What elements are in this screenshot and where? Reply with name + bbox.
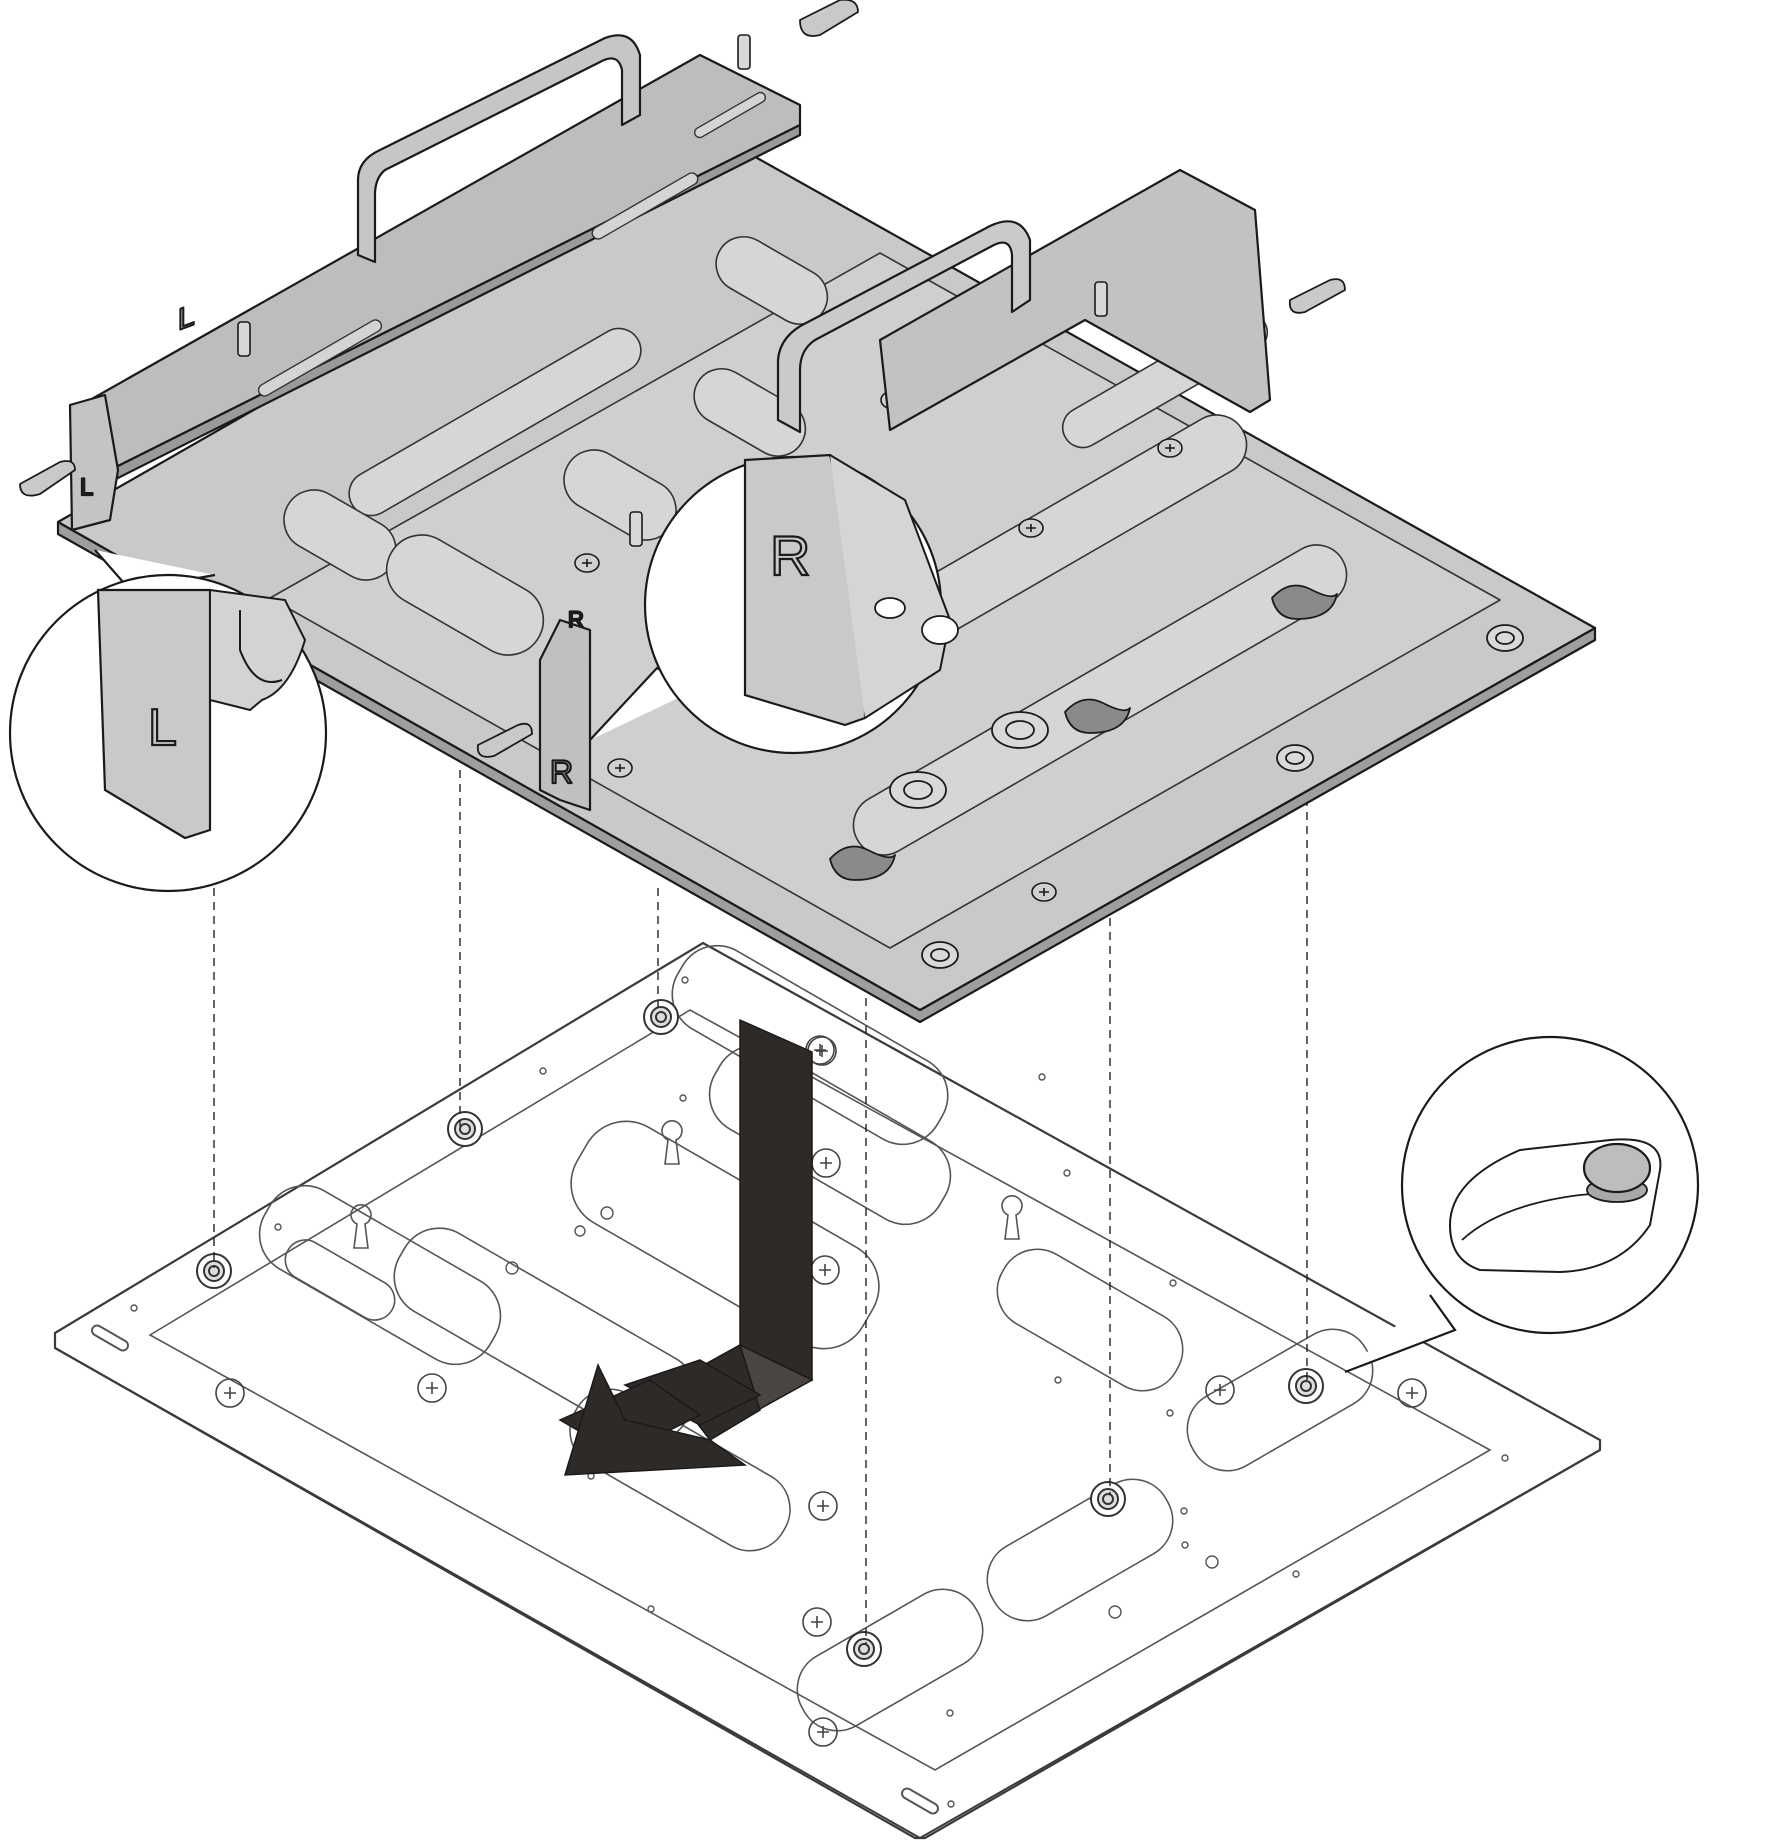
base-plate-outline bbox=[53, 941, 1602, 1840]
left-marker-bracket: L bbox=[80, 474, 93, 501]
direction-arrow bbox=[558, 1018, 814, 1476]
callout-right: R bbox=[589, 453, 959, 755]
tray-handle-back bbox=[356, 34, 642, 264]
base-plate-recesses bbox=[258, 944, 1374, 1732]
callout-left-label: L bbox=[148, 699, 177, 757]
left-marker: L bbox=[178, 297, 195, 337]
tray-standoffs bbox=[237, 34, 1108, 547]
callout-left: L bbox=[8, 549, 328, 893]
callout-pin bbox=[1344, 1035, 1700, 1374]
r-bracket bbox=[538, 618, 592, 812]
right-marker: R bbox=[550, 754, 573, 790]
right-marker-top: R bbox=[568, 607, 584, 632]
pin-cap bbox=[1582, 1142, 1652, 1194]
base-keyholes bbox=[350, 1120, 1023, 1249]
tray-right-wall bbox=[878, 168, 1272, 432]
tray-bosses bbox=[889, 624, 1524, 969]
base-plate bbox=[53, 941, 1602, 1840]
base-screws bbox=[215, 1035, 1427, 1747]
base-pins bbox=[196, 999, 1324, 1667]
tray-handle-front bbox=[776, 220, 1032, 434]
callout-right-label: R bbox=[770, 524, 810, 587]
tray-slots bbox=[283, 236, 1348, 856]
base-plate-inner-border bbox=[148, 1009, 1492, 1771]
tray-keyholes bbox=[829, 584, 1338, 881]
